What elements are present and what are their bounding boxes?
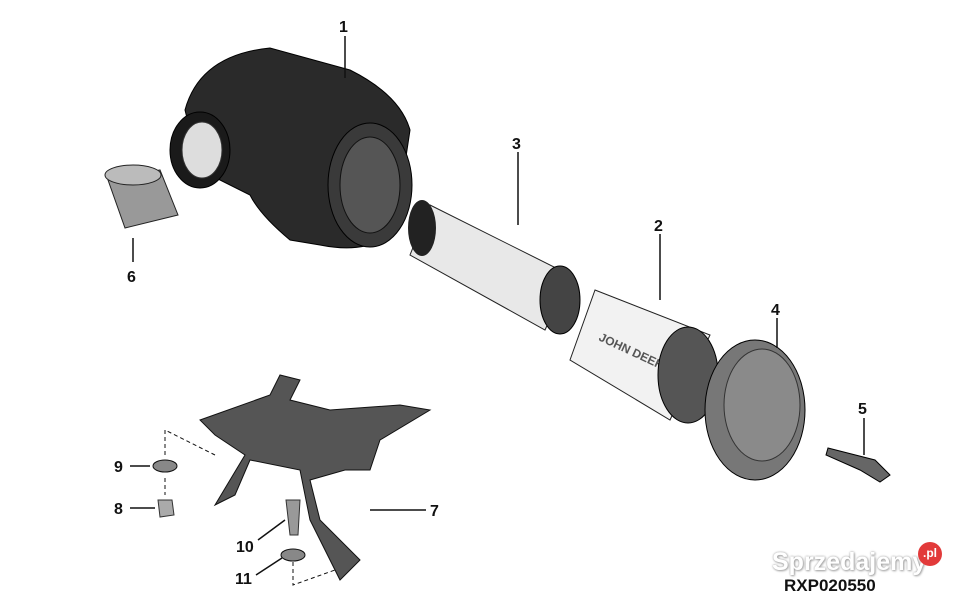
hose-sleeve bbox=[104, 164, 179, 229]
callout-1: 1 bbox=[339, 19, 348, 36]
watermark-badge: .pl bbox=[918, 542, 942, 566]
wing-nut bbox=[825, 447, 891, 483]
leader-lines bbox=[130, 36, 865, 576]
callout-4: 4 bbox=[771, 302, 780, 319]
callout-7: 7 bbox=[430, 503, 439, 520]
watermark: Sprzedajemy bbox=[772, 548, 927, 576]
callout-2: 2 bbox=[654, 218, 663, 235]
washer-11 bbox=[280, 548, 306, 562]
callout-10: 10 bbox=[236, 539, 254, 556]
filter-cover bbox=[704, 339, 806, 481]
safety-filter-element bbox=[408, 200, 581, 335]
callout-labels: 1 2 3 4 5 6 7 8 9 10 11 bbox=[114, 19, 867, 588]
callout-8: 8 bbox=[114, 501, 123, 518]
bolt-10 bbox=[285, 499, 301, 536]
callout-3: 3 bbox=[512, 136, 521, 153]
callout-6: 6 bbox=[127, 269, 136, 286]
air-filter-housing bbox=[169, 47, 413, 249]
mounting-bracket bbox=[199, 374, 432, 581]
assembly-lines bbox=[164, 429, 336, 586]
drawing-code: RXP020550 bbox=[784, 576, 876, 595]
washer-9 bbox=[152, 459, 178, 473]
primary-filter-element: JOHN DEERE bbox=[569, 289, 719, 424]
callout-9: 9 bbox=[114, 459, 123, 476]
callout-5: 5 bbox=[858, 401, 867, 418]
callout-11: 11 bbox=[235, 571, 252, 588]
nut-8 bbox=[157, 499, 175, 518]
